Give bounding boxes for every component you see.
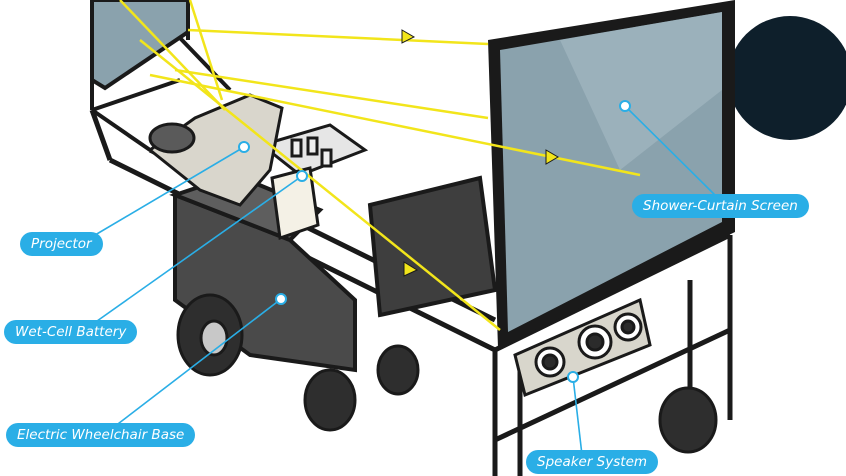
rear-mirror-frame <box>90 0 232 152</box>
base-marker <box>275 293 287 305</box>
screen-marker <box>619 100 631 112</box>
electric-wheelchair-base-label: Electric Wheelchair Base <box>6 423 196 447</box>
light-beams <box>119 0 641 331</box>
battery-marker <box>296 170 308 182</box>
callout-leaders <box>89 105 719 456</box>
projector-label: Projector <box>20 232 103 256</box>
beam-arrowheads <box>401 29 559 277</box>
control-box <box>258 123 369 241</box>
wheels <box>176 293 718 454</box>
speaker-box <box>513 297 652 398</box>
projector-shape <box>147 93 284 207</box>
shower-curtain-screen-shape <box>488 0 735 348</box>
projector-marker <box>238 141 250 153</box>
dark-disc <box>728 16 846 140</box>
callout-markers <box>238 100 631 383</box>
speaker-marker <box>567 371 579 383</box>
wet-cell-battery-label: Wet-Cell Battery <box>4 320 138 344</box>
speaker-system-label: Speaker System <box>526 450 659 474</box>
shower-curtain-screen-label: Shower-Curtain Screen <box>632 194 809 218</box>
